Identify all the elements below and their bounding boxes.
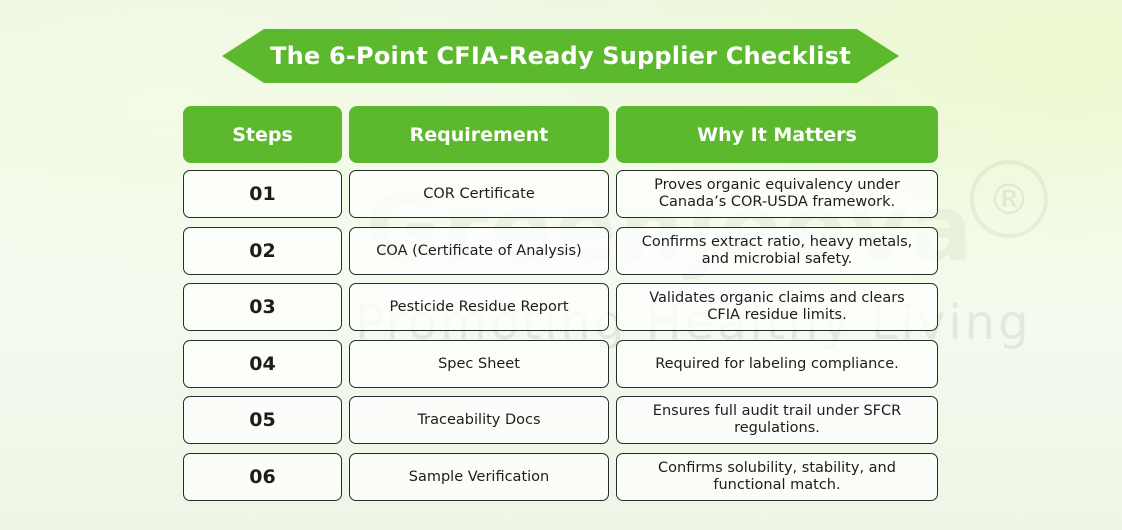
header-steps: Steps bbox=[183, 106, 342, 163]
why-cell: Ensures full audit trail under SFCR regu… bbox=[616, 396, 938, 444]
step-number: 04 bbox=[183, 340, 342, 388]
header-why-it-matters: Why It Matters bbox=[616, 106, 938, 163]
why-cell: Confirms solubility, stability, and func… bbox=[616, 453, 938, 501]
why-cell: Confirms extract ratio, heavy metals, an… bbox=[616, 227, 938, 275]
why-cell: Validates organic claims and clears CFIA… bbox=[616, 283, 938, 331]
page-title: The 6-Point CFIA-Ready Supplier Checklis… bbox=[270, 42, 851, 70]
header-requirement: Requirement bbox=[349, 106, 609, 163]
requirement-cell: Traceability Docs bbox=[349, 396, 609, 444]
title-banner: The 6-Point CFIA-Ready Supplier Checklis… bbox=[222, 29, 899, 83]
registered-mark: ® bbox=[970, 160, 1048, 238]
requirement-cell: Pesticide Residue Report bbox=[349, 283, 609, 331]
step-number: 05 bbox=[183, 396, 342, 444]
step-number: 01 bbox=[183, 170, 342, 218]
why-cell: Required for labeling compliance. bbox=[616, 340, 938, 388]
why-cell: Proves organic equivalency under Canada’… bbox=[616, 170, 938, 218]
step-number: 02 bbox=[183, 227, 342, 275]
step-number: 03 bbox=[183, 283, 342, 331]
requirement-cell: COA (Certificate of Analysis) bbox=[349, 227, 609, 275]
requirement-cell: Sample Verification bbox=[349, 453, 609, 501]
requirement-cell: Spec Sheet bbox=[349, 340, 609, 388]
step-number: 06 bbox=[183, 453, 342, 501]
requirement-cell: COR Certificate bbox=[349, 170, 609, 218]
